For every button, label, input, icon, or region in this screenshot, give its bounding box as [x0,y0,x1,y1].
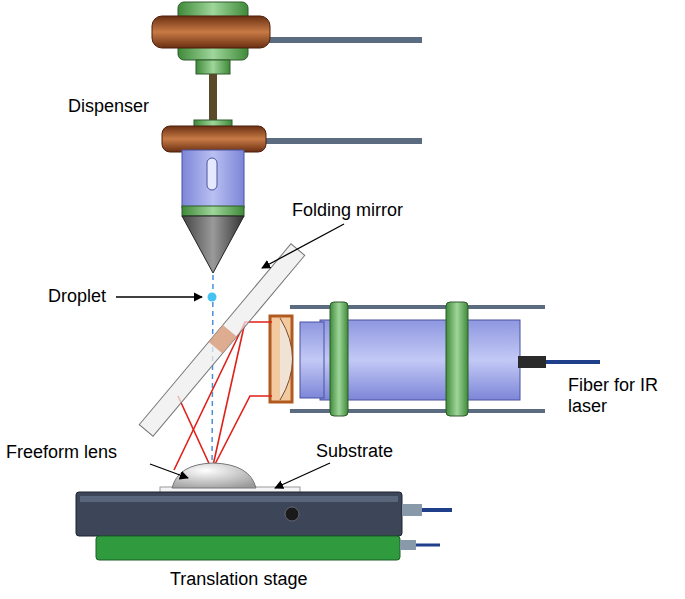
leader-lines [116,224,344,488]
folding-mirror [139,244,304,436]
part-label: Folding mirror [292,200,422,221]
laser-optics [270,302,600,416]
part-label: Fiber for IR laser [568,375,678,417]
part-label: Freeform lens [6,442,156,463]
part-label: Dispenser [68,96,178,117]
laser-beam [174,322,272,470]
droplet-path [212,275,213,470]
translation-stage [76,492,452,560]
part-label: Substrate [316,441,416,462]
dispenser [152,2,422,273]
part-label: Translation stage [170,569,330,590]
droplet [208,293,217,302]
substrate-and-lens [160,463,300,493]
part-label: Droplet [48,286,128,307]
